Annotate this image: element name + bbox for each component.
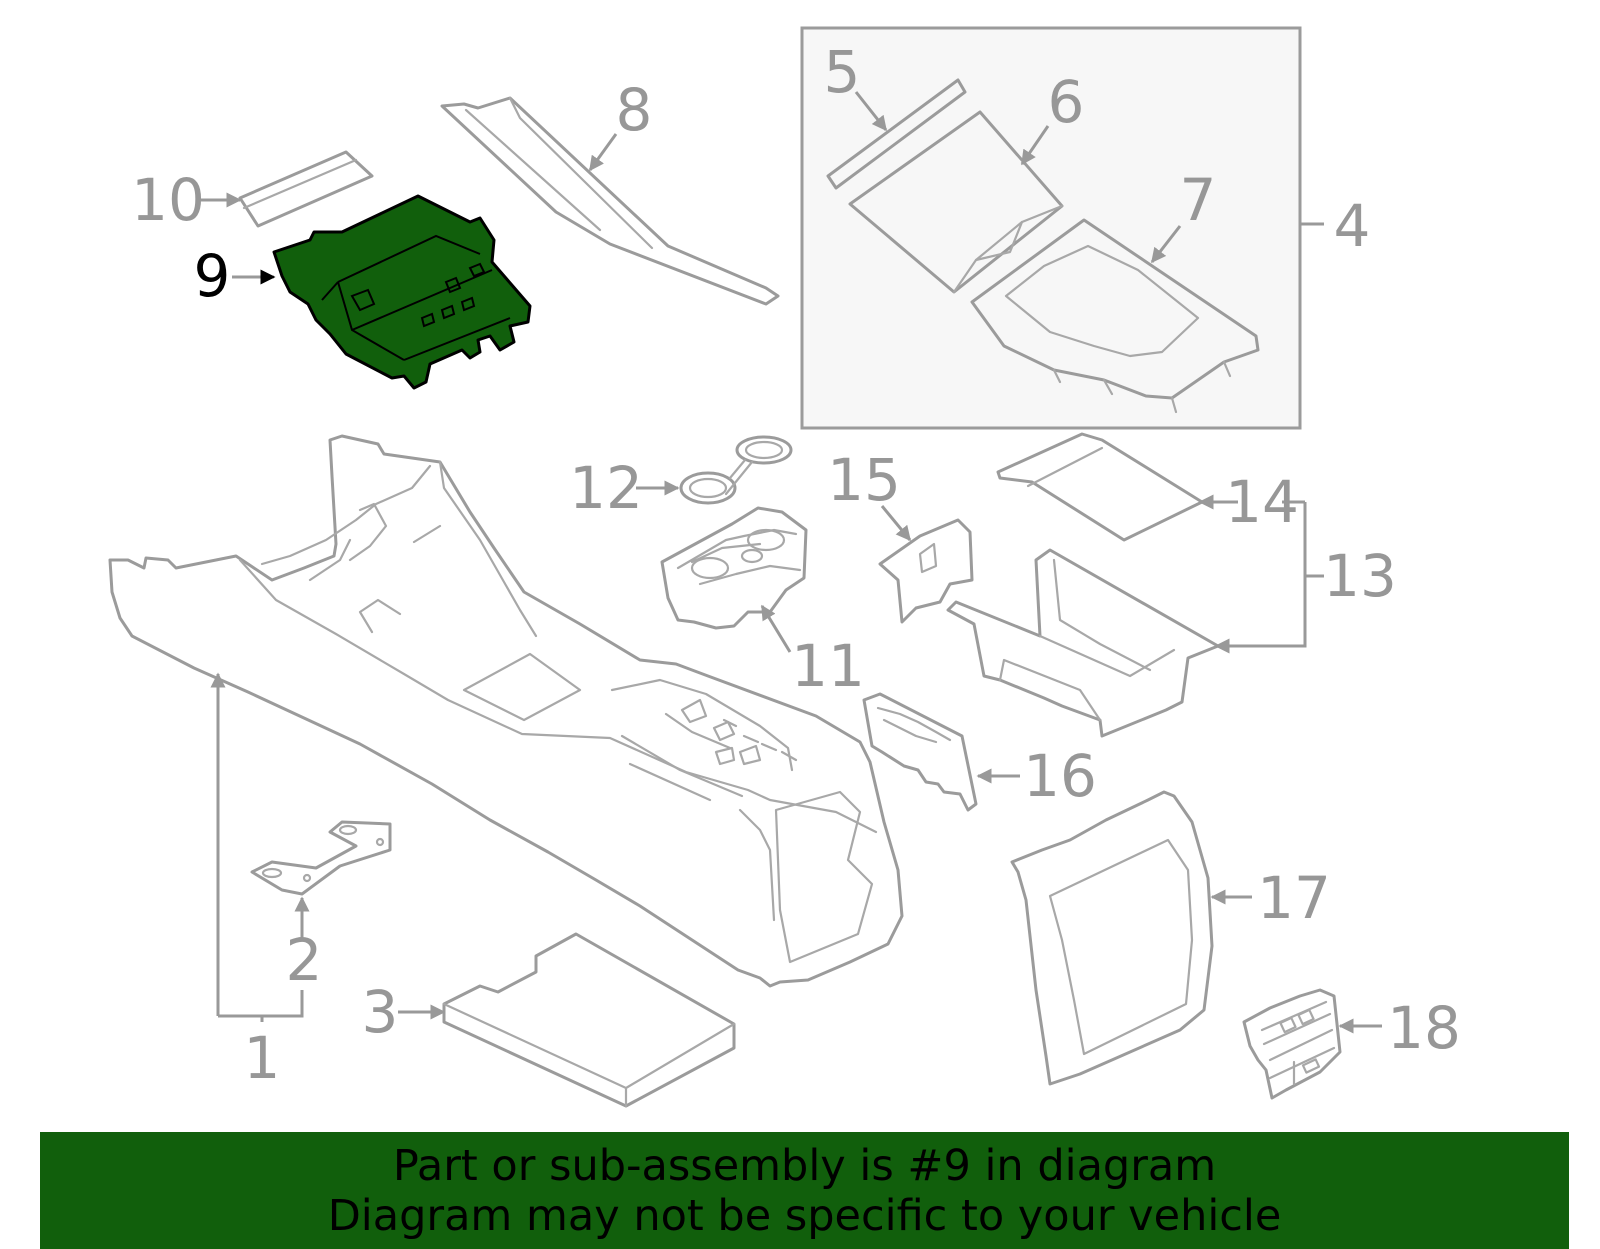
callout-labels: 1 2 3 4 5 6 7 8 9 10 11 12 13 14 15 16 1… [131, 38, 1461, 1092]
part-5-strip[interactable] [826, 78, 967, 190]
callout-1[interactable]: 1 [244, 1024, 281, 1092]
part-15-bracket[interactable] [878, 518, 974, 624]
callout-15[interactable]: 15 [827, 446, 901, 514]
callout-5[interactable]: 5 [824, 38, 861, 106]
part-6-pad[interactable] [848, 110, 1064, 294]
callout-16[interactable]: 16 [1023, 742, 1097, 810]
part-10-pad[interactable] [238, 150, 374, 228]
part-12-gasket[interactable] [679, 435, 793, 505]
part-14-mat[interactable] [996, 432, 1204, 542]
part-1-console[interactable] [108, 434, 904, 988]
callout-2[interactable]: 2 [286, 926, 323, 994]
callout-17[interactable]: 17 [1257, 864, 1331, 932]
part-16-bracket[interactable] [862, 692, 978, 812]
callout-13[interactable]: 13 [1323, 542, 1397, 610]
part-18-panel[interactable] [1242, 988, 1342, 1100]
part-9-module[interactable] [272, 194, 532, 390]
leader-lines [201, 91, 1382, 1034]
banner-line-2: Diagram may not be specific to your vehi… [327, 1190, 1282, 1241]
part-2-bracket[interactable] [250, 820, 392, 896]
callout-10[interactable]: 10 [131, 166, 205, 234]
info-banner: Part or sub-assembly is #9 in diagram Di… [40, 1132, 1569, 1249]
callout-3[interactable]: 3 [362, 978, 399, 1046]
banner-line-1: Part or sub-assembly is #9 in diagram [392, 1140, 1217, 1191]
callout-7[interactable]: 7 [1180, 166, 1217, 234]
callout-12[interactable]: 12 [569, 454, 643, 522]
part-3-mat[interactable] [442, 932, 736, 1108]
callout-8[interactable]: 8 [616, 76, 653, 144]
callout-6[interactable]: 6 [1048, 68, 1085, 136]
subassembly-box-4 [800, 26, 1302, 430]
part-8-trim[interactable] [440, 96, 780, 306]
part-13-bin[interactable] [946, 548, 1220, 738]
callout-11[interactable]: 11 [791, 632, 865, 700]
callout-4[interactable]: 4 [1334, 192, 1371, 260]
callout-14[interactable]: 14 [1225, 468, 1299, 536]
part-17-frame[interactable] [1010, 790, 1214, 1086]
part-11-cupholder[interactable] [660, 506, 808, 630]
callout-9[interactable]: 9 [194, 242, 231, 310]
part-7-bezel[interactable] [970, 218, 1260, 414]
callout-18[interactable]: 18 [1387, 994, 1461, 1062]
